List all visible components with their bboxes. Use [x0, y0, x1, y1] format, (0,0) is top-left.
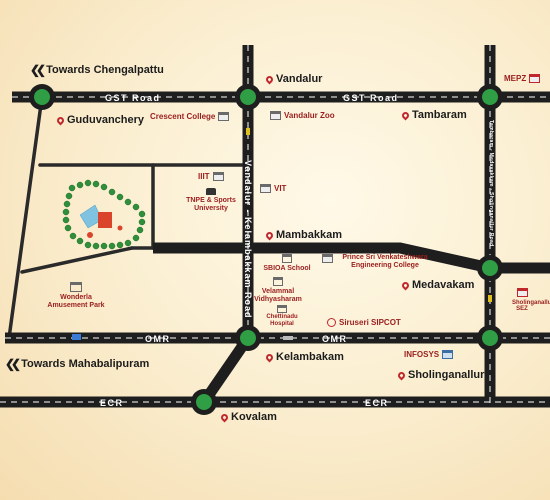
road-label-omr-left: OMR: [145, 334, 171, 344]
place-sholinganallur: Sholinganallur: [396, 370, 484, 381]
road-label-gst-right: GST Road: [343, 93, 399, 103]
landmark-chettinadu: Chettinadu Hospital: [262, 305, 302, 328]
location-pin-icon: [396, 370, 407, 381]
graduation-cap-icon: [206, 188, 216, 195]
building-icon: [322, 254, 333, 263]
road-label-ecr-right: ECR: [365, 398, 389, 408]
office-building-icon: [442, 350, 454, 359]
school-icon: [273, 277, 283, 286]
place-vandalur: Vandalur: [264, 74, 322, 85]
location-pin-icon: [219, 412, 230, 423]
amusement-park-icon: [70, 282, 82, 292]
direction-mahabalipuram: ❮❮ Towards Mahabalipuram: [5, 357, 150, 371]
chevrons-left-icon: ❮❮: [30, 63, 46, 77]
factory-icon: [516, 288, 528, 297]
landmark-wonderla: Wonderla Amusement Park: [45, 282, 107, 310]
landmark-tnpe: TNPE & Sports University: [180, 188, 242, 213]
factory-icon: [529, 74, 541, 83]
project-plot: [62, 179, 146, 250]
landmark-vit: VIT: [260, 184, 286, 193]
place-medavakam: Medavakam: [400, 280, 474, 291]
building-icon: [218, 112, 230, 121]
zoo-icon: [270, 111, 281, 120]
place-kovalam: Kovalam: [219, 412, 277, 423]
location-pin-icon: [55, 115, 66, 126]
building-icon: [260, 184, 271, 193]
road-label-tambaram-sholinganallur: Tambaram - Medavakkam - Sholinganallur R…: [488, 120, 494, 247]
landmark-mepz: MEPZ: [504, 74, 541, 83]
place-guduvanchery: Guduvanchery: [55, 115, 144, 126]
link-road-guduvanchery: [7, 95, 44, 340]
building-icon: [212, 172, 224, 181]
school-icon: [282, 254, 292, 263]
landmark-sbioa: SBIOA School: [262, 254, 312, 273]
location-pin-icon: [264, 74, 275, 85]
direction-chengalpattu: ❮❮ Towards Chengalpattu: [30, 63, 164, 77]
place-mambakkam: Mambakkam: [264, 230, 342, 241]
landmark-iiit: IIIT: [198, 172, 224, 181]
road-label-omr-right: OMR: [322, 334, 348, 344]
landmark-infosys: INFOSYS: [404, 350, 454, 359]
location-pin-icon: [400, 280, 411, 291]
landmark-crescent-college: Crescent College: [150, 112, 230, 121]
landmark-velammal: Velammal Vidhyasharam: [252, 277, 304, 304]
chevrons-left-icon: ❮❮: [5, 357, 21, 371]
landmark-siruseri: Siruseri SIPCOT: [327, 318, 401, 327]
plot-boundary-link: [20, 246, 134, 274]
gear-icon: [327, 318, 336, 327]
landmark-sholinganallur-sez: Sholinganallur SEZ: [512, 288, 550, 313]
road-label-ecr-left: ECR: [100, 398, 124, 408]
road-label-gst-left: GST Road: [105, 93, 161, 103]
hospital-icon: [277, 305, 287, 313]
location-pin-icon: [400, 110, 411, 121]
place-tambaram: Tambaram: [400, 110, 467, 121]
place-kelambakam: Kelambakam: [264, 352, 344, 363]
location-pin-icon: [264, 352, 275, 363]
location-pin-icon: [264, 230, 275, 241]
landmark-vandalur-zoo: Vandalur Zoo: [270, 111, 335, 120]
landmark-prince-college: Prince Sri Venkateshwara Engineering Col…: [322, 254, 434, 270]
